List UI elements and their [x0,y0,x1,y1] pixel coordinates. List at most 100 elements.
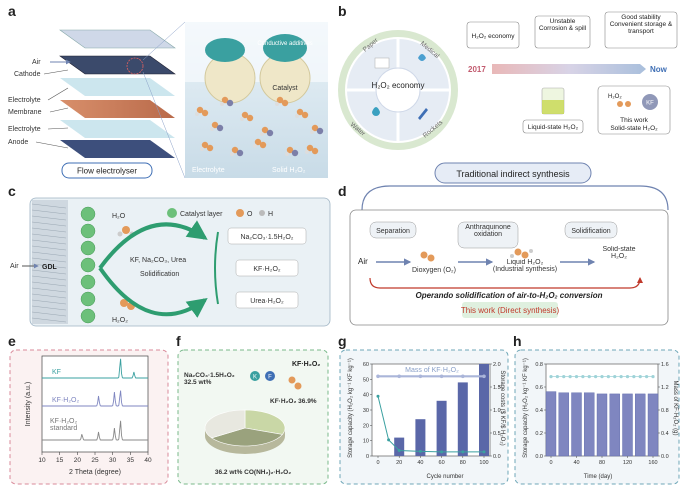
pie-slice [210,427,283,447]
mol-f: F [268,375,272,381]
e-tick-label: 25 [91,457,99,464]
timeline-end: Now [650,65,668,74]
mol-label-f: KF·H₂O₂ [292,361,320,368]
catalyst-ball [80,206,96,222]
h-ytick-label: 0.0 [535,454,543,460]
hatch-line [31,281,67,287]
cloud-1 [205,38,245,62]
h-xtick-label: 0 [549,460,552,466]
hatch-line [31,317,67,323]
panel-d: d Traditional indirect synthesis Separat… [338,162,669,326]
atom [281,99,289,107]
label-membrane: Membrane [8,109,42,116]
g-bar [415,419,426,456]
h-y2tick-label: 0.4 [661,431,669,437]
h2o-label: H₂O [112,213,126,220]
liquid-label-d: Liquid H₂O₂ (Industrial synthesis) [492,259,558,273]
o-atom [296,108,304,116]
g-ytick-label: 20 [363,423,369,429]
box-stability [604,11,678,49]
panel-b: b H₂O₂ economy Paper Medical Water Rocke… [338,3,678,150]
atom [206,144,214,152]
g-ytick-label: 60 [363,362,369,368]
pie-label-kf: KF·H₂O₂ 36.9% [270,398,317,405]
g-cost-point [387,438,391,442]
traditional-title: Traditional indirect synthesis [456,169,570,179]
g-bar [436,400,447,456]
atom [311,147,319,155]
h-bar [558,392,569,457]
mol-k: K [253,375,257,381]
panel-label-g: g [338,333,347,349]
panel-label-d: d [338,183,347,199]
g-cost-point [461,450,465,454]
operando-arrow [369,277,643,289]
h-bar [545,391,557,457]
atom [301,111,309,119]
e-series-line [42,358,148,379]
cloud-2 [263,34,307,62]
liquid-box [522,119,584,134]
e-xlabel: 2 Theta (degree) [69,469,121,476]
hatch-line [31,275,67,281]
product-1: Na₂CO₃·1.5H₂O₂ [240,234,293,241]
g-cost-point [482,450,486,454]
this-work-label-d: This work (Direct synthesis) [461,306,560,315]
h-atom [220,102,224,106]
g-mass-point [461,374,465,379]
o-atom [311,124,319,132]
legend-h: H [268,211,273,218]
product-2: KF·H₂O₂ [253,266,280,273]
h-ytick-label: 0.8 [535,362,543,368]
e-tick-label: 10 [38,457,46,464]
g-ytick-label: 50 [363,377,369,383]
air-label: Air [10,263,19,270]
label-electrolyte-1: Electrolyte [8,97,41,104]
wheel-center-label: H₂O₂ economy [372,81,425,90]
h-atom [275,102,279,106]
hatch-line [31,227,67,233]
atom [316,127,324,135]
traditional-title-box [434,162,592,184]
pie-slice [244,409,286,435]
atom [291,149,299,157]
zoom-circle [126,57,144,75]
box-unstable-label: Unstable Corrosion & spill [538,18,587,32]
h-xlabel: Time (day) [584,474,612,480]
atom [201,109,209,117]
bracket [214,231,219,305]
legend-o: O [247,211,253,218]
atom [259,141,267,149]
h-y2tick-label: 0.0 [661,454,669,460]
hatch-line [31,269,67,275]
g-cost-point [397,448,401,452]
step-separation: Separation [376,228,410,235]
kf-molecule-icon [642,94,658,110]
atom [226,99,234,107]
o-atom [211,121,219,129]
o-atom [196,106,204,114]
catalyst-ball [80,308,96,324]
reagents-label: KF, Na₂CO₃, Urea [130,257,186,264]
e-series-line [42,390,148,407]
flow-electrolyser-caption: Flow electrolyser [77,167,137,176]
g-ylabel-left: Storage capacity (H₂O₂ kg⁻¹ KF kg⁻¹) [348,358,354,458]
g-ylabel-right: Storage costs ($ KF/$ H₂O₂) [499,370,505,445]
h-atom [285,152,289,156]
g-xtick-label: 0 [376,460,379,466]
e-tick-label: 35 [127,457,135,464]
h-bar [584,392,595,457]
caption-box [61,162,153,179]
membrane-layer [60,100,175,118]
h-ytick-label: 0.4 [535,408,543,414]
h-xtick-label: 40 [573,460,579,466]
pie-label-urea: 36.2 wt% CO(NH₂)₂·H₂O₂ [215,469,291,476]
panel-a: a Air Cathode Electrolyte Membrane Elect… [8,3,328,179]
h-bar [622,393,633,457]
product-3: Urea·H₂O₂ [250,298,284,305]
o-atom [261,126,269,134]
e-series [42,358,148,441]
g-bar [479,364,489,456]
